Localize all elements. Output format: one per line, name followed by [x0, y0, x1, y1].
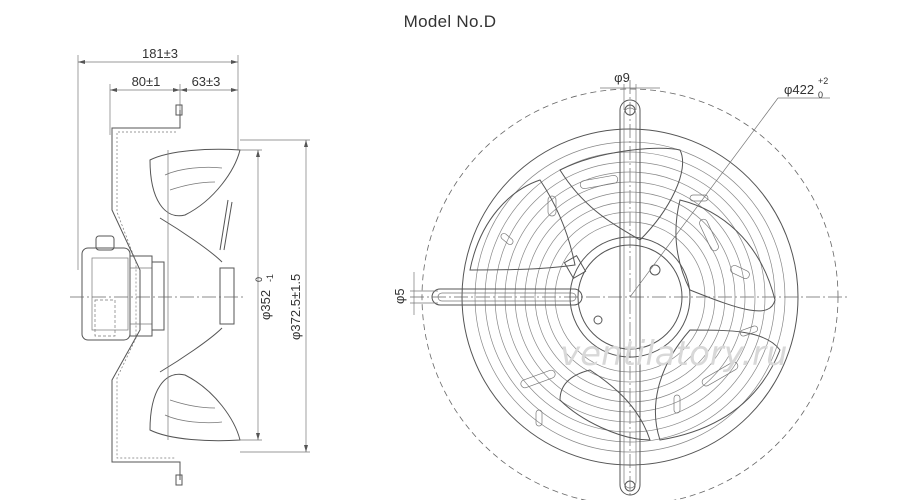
guard-rings — [474, 141, 786, 453]
dim-motor-depth: 80±1 63±3 — [109, 74, 238, 135]
dim-slot-width: φ5 — [392, 272, 438, 315]
guard-offset-label: 63±3 — [192, 74, 221, 89]
guard-diameter-label: φ422 — [784, 82, 814, 97]
drawing-title: Model No.D — [403, 12, 497, 31]
outer-diameter-label: φ372.5±1.5 — [288, 274, 303, 340]
hub-outer — [569, 236, 691, 358]
watermark: ventilatory.ru — [560, 334, 788, 374]
guard-horizontal-strut — [431, 288, 583, 306]
side-blades — [149, 148, 241, 442]
inner-diameter-label: φ352 — [258, 290, 273, 320]
motor-depth-label: 80±1 — [132, 74, 161, 89]
guard-diameter-tol-upper: +2 — [818, 76, 828, 86]
guard-vertical-strut — [619, 99, 641, 496]
motor-body — [81, 235, 235, 341]
dim-guard-diameter: φ422 +2 0 — [629, 76, 830, 298]
front-blades — [469, 147, 781, 441]
hub-bolt — [649, 264, 661, 276]
hole-diameter-label: φ9 — [614, 70, 630, 85]
dim-inner-diameter: φ352 0 -1 — [240, 149, 275, 441]
inner-diameter-tol-upper: 0 — [254, 277, 264, 282]
inner-diameter-tol-lower: -1 — [265, 274, 275, 282]
dim-overall-depth: 181±3 — [77, 46, 239, 270]
overall-depth-label: 181±3 — [142, 46, 178, 61]
guard-frame-outline — [111, 110, 181, 480]
guard-diameter-tol-lower: 0 — [818, 90, 823, 100]
slot-width-label: φ5 — [392, 288, 407, 304]
hub-inner — [577, 244, 683, 350]
dim-outer-diameter: φ372.5±1.5 — [240, 139, 310, 453]
side-view: 181±3 80±1 63±3 — [70, 46, 310, 486]
front-view: φ9 φ422 +2 0 φ5 ventilatory.ru — [392, 70, 850, 500]
dim-hole-diameter: φ9 — [600, 70, 660, 110]
cable-gland — [563, 255, 587, 279]
